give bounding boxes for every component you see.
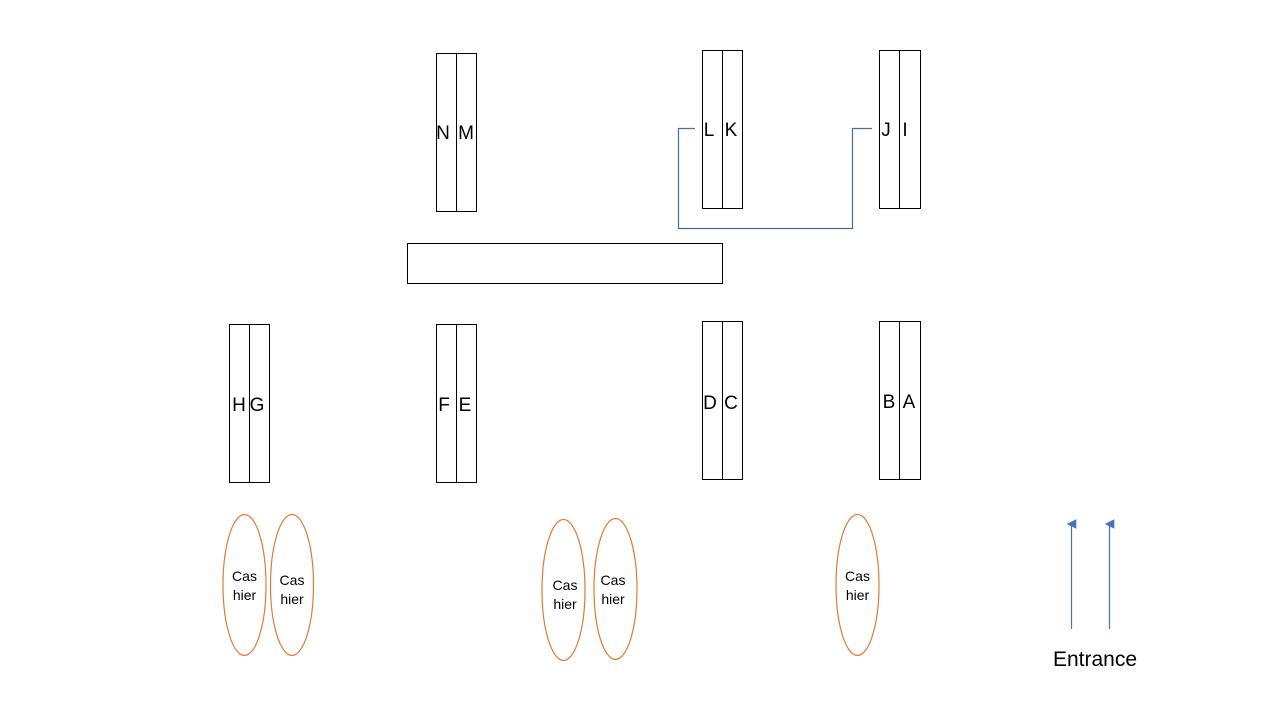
cashier-label-line1: Cas (232, 568, 257, 584)
aisle-label-h: H (232, 395, 246, 416)
aisle-label-l: L (704, 120, 715, 141)
cashier-label-line2: hier (601, 591, 625, 607)
horizontal-shelf (407, 243, 723, 284)
shelf-fe: F E (436, 324, 477, 483)
cashier-label-line2: hier (553, 596, 577, 612)
shelf-hg: H G (229, 324, 270, 483)
shelf-k (722, 50, 743, 209)
cashier: Cas hier (541, 518, 586, 662)
aisle-label-n: N (436, 123, 450, 144)
cashier-outline (541, 518, 586, 662)
aisle-label-m: M (458, 123, 474, 144)
shelf-ba: B A (879, 321, 921, 480)
cashier: Cas hier (222, 513, 267, 657)
cashier-label-line2: hier (233, 587, 257, 603)
route-line (677, 127, 872, 230)
cashier-label-line1: Cas (845, 568, 870, 584)
cashier-label-line2: hier (280, 591, 304, 607)
aisle-label-a: A (903, 392, 916, 413)
aisle-label-d: D (703, 393, 717, 414)
shelf-lk: L K (702, 50, 743, 209)
aisle-label-b: B (883, 392, 896, 413)
cashier-outline (222, 513, 267, 657)
shelf-g (249, 324, 270, 483)
aisle-label-f: F (438, 395, 450, 416)
cashier-label-line1: Cas (601, 572, 626, 588)
aisle-label-c: C (724, 393, 738, 414)
entrance: Entrance (1053, 519, 1137, 671)
cashier-label-line1: Cas (280, 572, 305, 588)
shelf-i (899, 50, 921, 209)
cashier-label-line2: hier (846, 587, 870, 603)
shelf-c (722, 321, 743, 480)
aisle-label-k: K (725, 120, 738, 141)
cashier: Cas hier (835, 513, 880, 657)
shelf-e (456, 324, 477, 483)
shelf-m (456, 53, 477, 212)
entrance-label: Entrance (1053, 648, 1137, 671)
shelf-a (899, 321, 921, 480)
aisle-label-j: J (881, 120, 891, 141)
cashier-label-line1: Cas (553, 577, 578, 593)
aisle-label-g: G (250, 395, 265, 416)
cashier: Cas hier (593, 517, 638, 661)
aisle-label-e: E (459, 395, 472, 416)
shelf-dc: D C (702, 321, 743, 480)
cashier: Cas hier (269, 513, 315, 657)
cashier-outline (835, 513, 880, 657)
cashier-outline (593, 517, 638, 661)
cashier-outline (269, 513, 315, 657)
shelf-nm: N M (436, 53, 477, 212)
shelf-ji: J I (879, 50, 921, 209)
aisle-label-i: I (902, 120, 907, 141)
